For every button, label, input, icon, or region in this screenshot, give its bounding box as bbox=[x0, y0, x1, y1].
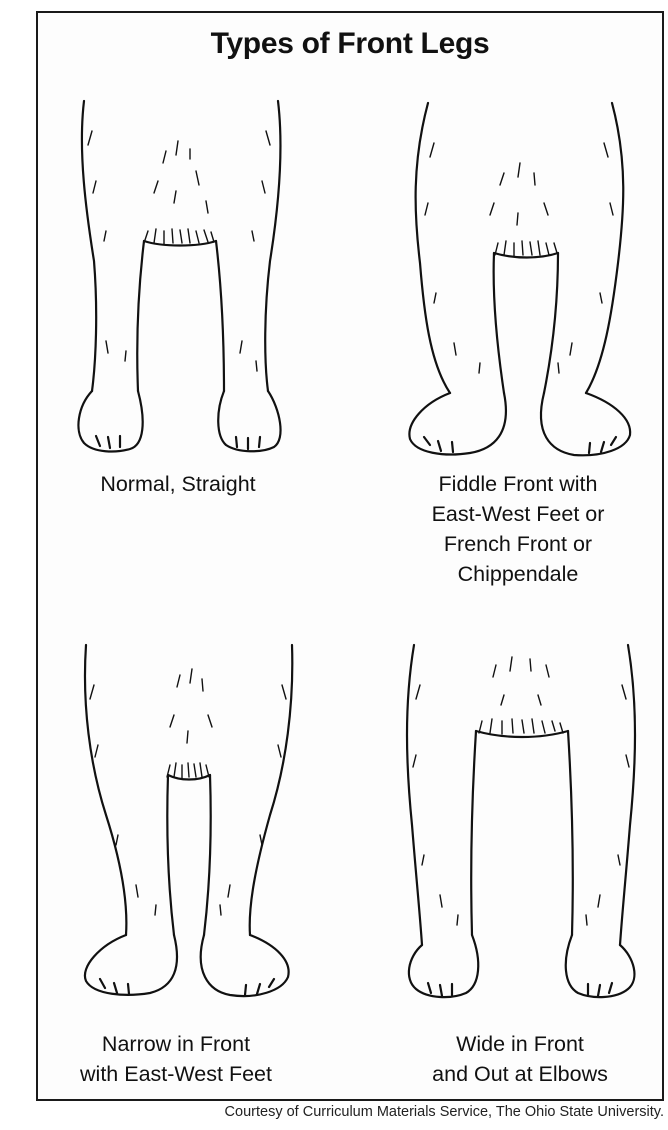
caption-normal-straight: Normal, Straight bbox=[58, 469, 298, 499]
panel-narrow-front bbox=[70, 635, 300, 1015]
caption-fiddle-front: Fiddle Front with East-West Feet or Fren… bbox=[388, 469, 648, 589]
figure-title: Types of Front Legs bbox=[38, 27, 662, 61]
caption-line: French Front or bbox=[388, 529, 648, 559]
panel-normal-straight bbox=[66, 91, 296, 471]
caption-line: with East-West Feet bbox=[46, 1059, 306, 1089]
panel-fiddle-front bbox=[394, 93, 644, 463]
caption-wide-front: Wide in Front and Out at Elbows bbox=[390, 1029, 650, 1089]
caption-line: Wide in Front bbox=[390, 1029, 650, 1059]
caption-line: and Out at Elbows bbox=[390, 1059, 650, 1089]
caption-line: Fiddle Front with bbox=[388, 469, 648, 499]
wide-front-legs-drawing bbox=[400, 635, 640, 1015]
credit-line: Courtesy of Curriculum Materials Service… bbox=[225, 1104, 664, 1120]
fiddle-front-legs-drawing bbox=[394, 93, 644, 463]
normal-straight-legs-drawing bbox=[66, 91, 296, 471]
figure-frame: Types of Front Legs bbox=[36, 11, 664, 1101]
caption-line: Chippendale bbox=[388, 559, 648, 589]
caption-narrow-front: Narrow in Front with East-West Feet bbox=[46, 1029, 306, 1089]
narrow-front-legs-drawing bbox=[70, 635, 300, 1015]
panel-wide-front bbox=[400, 635, 640, 1015]
caption-line: East-West Feet or bbox=[388, 499, 648, 529]
caption-line: Normal, Straight bbox=[58, 469, 298, 499]
caption-line: Narrow in Front bbox=[46, 1029, 306, 1059]
